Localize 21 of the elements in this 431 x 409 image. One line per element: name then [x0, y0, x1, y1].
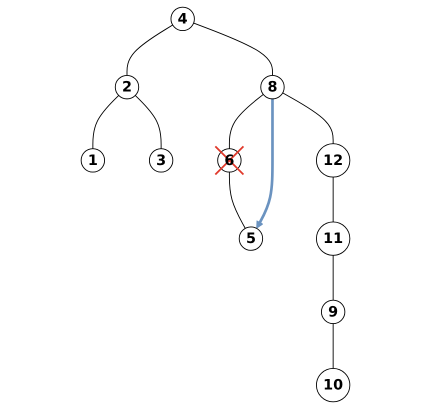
- connector: [332, 323, 334, 369]
- connector: [282, 92, 334, 144]
- node-circle: 1: [80, 148, 106, 173]
- connector: [332, 176, 334, 222]
- connector: [332, 254, 334, 301]
- connector: [193, 22, 273, 76]
- node-circle: 8: [260, 74, 285, 100]
- connector: [126, 24, 174, 76]
- connector: [134, 94, 162, 150]
- node-circle: 5: [238, 226, 264, 251]
- node-circle: 9: [320, 300, 346, 324]
- node-circle: 10: [316, 368, 350, 402]
- node-circle: 2: [114, 74, 140, 100]
- connector: [228, 172, 246, 229]
- node-circle: 12: [316, 143, 350, 178]
- connector: [92, 94, 120, 150]
- connector: [228, 94, 264, 150]
- node-circle: 11: [316, 221, 350, 256]
- node-circle: 4: [170, 6, 195, 32]
- arrow: [256, 98, 274, 229]
- node-circle: 3: [148, 148, 174, 173]
